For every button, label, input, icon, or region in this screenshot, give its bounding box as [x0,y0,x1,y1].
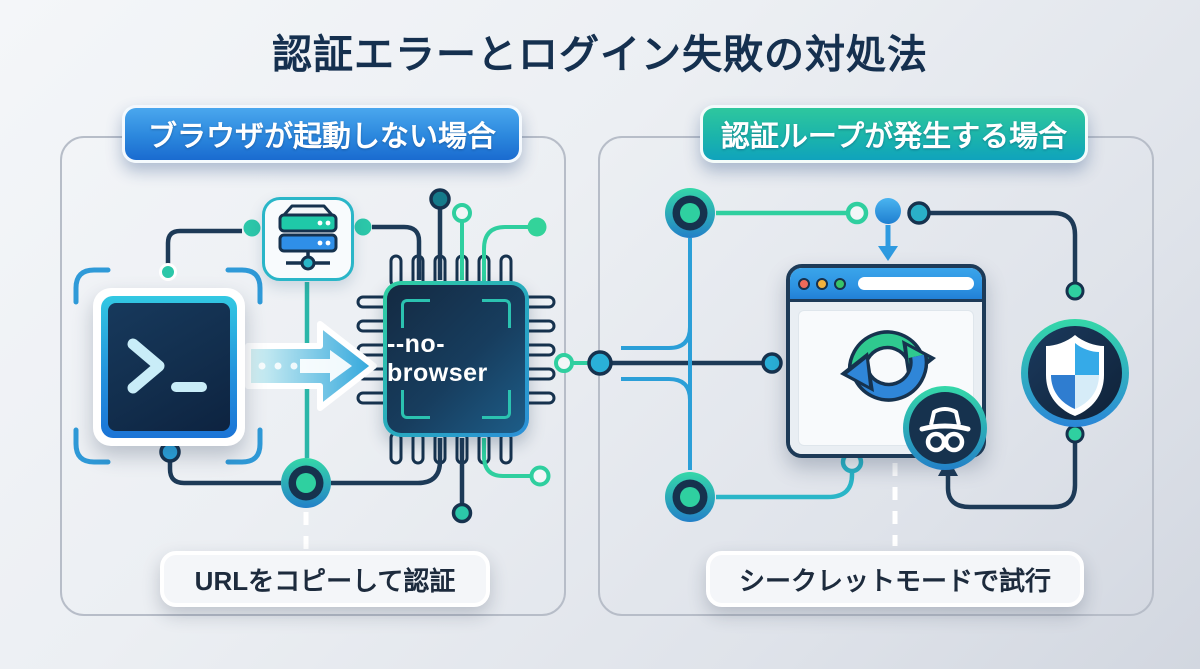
terminal-prompt-icon [127,338,207,394]
browser-titlebar [790,268,982,302]
address-bar [858,277,974,290]
server-stack-icon [278,204,338,271]
left-panel-header: ブラウザが起動しない場合 [122,105,522,163]
page-title: 認証エラーとログイン失敗の対処法 [272,33,928,77]
arrow-down-icon [878,246,898,261]
right-header-label: 認証ループが発生する場合 [720,121,1068,153]
chip-bracket-icon [482,390,511,419]
circuit-nodes [159,188,1085,524]
right-footer-label: シークレットモードで試行 [706,551,1084,607]
server-icon [262,197,354,281]
right-panel-header: 認証ループが発生する場合 [700,105,1088,163]
left-footer-text: URLをコピーして認証 [194,565,456,596]
terminal-frame [101,296,237,438]
minimize-dot-icon [816,277,828,290]
maximize-dot-icon [834,277,846,290]
chip-core: --no-browser [387,285,525,433]
chip-icon: --no-browser [383,281,529,437]
chip-flag-label: --no-browser [387,330,488,387]
focus-brackets [73,267,263,465]
close-dot-icon [798,277,810,290]
browser-window [786,264,986,458]
chip-bracket-icon [401,299,430,328]
chip-bracket-icon [482,299,511,328]
sync-icon [840,330,936,402]
arrow-right-icon [245,321,377,411]
chip-bracket-icon [401,390,430,419]
left-footer-label: URLをコピーして認証 [160,551,490,607]
shield-icon [1021,319,1129,427]
left-header-label: ブラウザが起動しない場合 [147,121,496,153]
incognito-icon [903,386,987,470]
right-footer-text: シークレットモードで試行 [738,565,1051,596]
terminal-screen [108,303,230,431]
terminal-icon [93,288,245,446]
